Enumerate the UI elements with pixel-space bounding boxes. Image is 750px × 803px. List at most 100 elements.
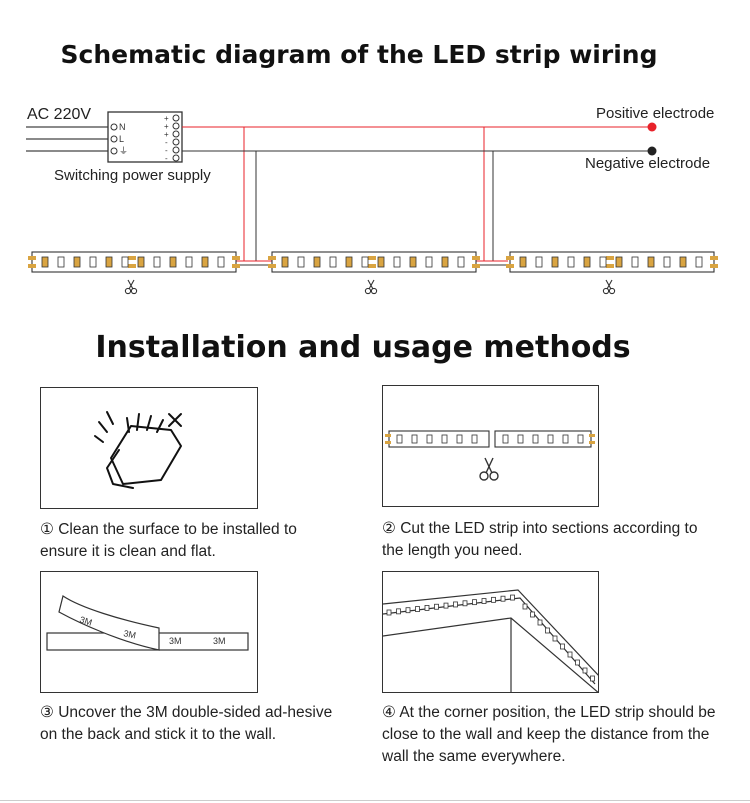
corner-led	[552, 635, 558, 642]
psu-right-terminals: + + + - - -	[164, 114, 180, 163]
scissors-icon	[364, 279, 378, 295]
led-chip	[89, 256, 97, 268]
step4-illustration	[382, 571, 599, 693]
tape-label-3: 3M	[169, 636, 182, 646]
corner-led	[537, 619, 543, 626]
led-chip	[297, 256, 305, 268]
corner-led	[500, 595, 506, 602]
step2-illustration	[382, 385, 599, 507]
svg-text:+: +	[164, 122, 169, 131]
scissors-icon	[602, 279, 616, 295]
led-chip	[599, 256, 607, 268]
led-strip-1	[28, 251, 240, 295]
corner-led	[424, 605, 430, 611]
negative-electrode-label: Negative electrode	[585, 155, 711, 172]
wiring-diagram-title: Schematic diagram of the LED strip wirin…	[60, 40, 658, 69]
svg-text:-: -	[165, 154, 168, 163]
power-supply-box	[107, 111, 183, 163]
installation-title: Installation and usage methods	[95, 330, 631, 365]
negative-terminal-dot	[647, 146, 657, 156]
tape-label-4: 3M	[213, 636, 226, 646]
led-chip	[105, 256, 113, 268]
led-chip	[631, 256, 639, 268]
led-chip	[41, 256, 49, 268]
corner-led	[491, 596, 496, 603]
cut-strip-piece-1	[388, 430, 490, 448]
corner-led	[472, 599, 477, 606]
corner-led	[396, 608, 401, 615]
wiring-schematic: N L ⏚ + + + - - -	[26, 111, 718, 295]
led-chip	[457, 256, 465, 268]
bottom-divider	[0, 800, 750, 801]
corner-led	[530, 611, 535, 618]
positive-terminal-dot	[647, 122, 657, 132]
led-chip	[313, 256, 321, 268]
corner-led	[434, 603, 439, 610]
svg-text:-: -	[165, 138, 168, 147]
led-chip	[169, 256, 177, 268]
led-strip-3	[506, 251, 718, 295]
corner-led	[405, 607, 411, 614]
corner-led	[510, 594, 515, 601]
corner-led	[567, 651, 573, 658]
corner-led	[481, 598, 487, 604]
corner-led	[462, 600, 468, 607]
positive-electrode-label: Positive electrode	[596, 105, 715, 122]
led-chip	[393, 256, 401, 268]
led-chip	[679, 256, 687, 268]
led-chip	[519, 256, 527, 268]
cut-strip-piece-2	[494, 430, 592, 448]
psu-label: Switching power supply	[54, 167, 211, 184]
svg-text:N: N	[119, 122, 126, 132]
svg-text:⏚: ⏚	[119, 146, 128, 156]
negative-wire	[182, 150, 652, 261]
corner-led	[545, 627, 550, 634]
ac-input-lines	[26, 126, 108, 152]
led-chip	[361, 256, 369, 268]
psu-left-terminals: N L ⏚	[110, 122, 128, 156]
led-chip	[409, 256, 417, 268]
led-chip	[185, 256, 193, 268]
led-chip	[137, 256, 145, 268]
led-chip	[425, 256, 433, 268]
corner-led	[590, 675, 595, 682]
tape-label-1: 3M	[78, 614, 93, 627]
led-strips	[28, 251, 718, 295]
corner-led	[386, 609, 392, 616]
led-chip	[377, 256, 385, 268]
led-chip	[441, 256, 449, 268]
corner-led	[560, 643, 565, 650]
step1-illustration	[40, 387, 258, 509]
ac-voltage-label: AC 220V	[27, 106, 92, 123]
led-chip	[615, 256, 623, 268]
led-chip	[663, 256, 671, 268]
peeling-backing	[58, 595, 160, 651]
step3-illustration: 3M 3M 3M 3M	[40, 571, 258, 693]
led-chip	[567, 256, 575, 268]
corner-led	[453, 601, 458, 608]
svg-text:L: L	[119, 134, 124, 144]
led-chip	[153, 256, 161, 268]
led-chip	[121, 256, 129, 268]
step2-caption: ② Cut the LED strip into sections accord…	[382, 520, 698, 559]
corner-led	[575, 659, 580, 666]
led-chip	[535, 256, 543, 268]
led-chip	[201, 256, 209, 268]
positive-wire	[182, 126, 652, 261]
step4-caption: ④ At the corner position, the LED strip …	[382, 704, 716, 765]
tape-label-2: 3M	[123, 628, 137, 640]
corner-led	[522, 603, 528, 610]
led-chip	[217, 256, 225, 268]
corner-led	[443, 602, 449, 609]
led-chip	[345, 256, 353, 268]
corner-led-strip	[386, 594, 595, 682]
scissors-icon	[124, 279, 138, 295]
corner-wall	[383, 589, 598, 692]
led-chip	[583, 256, 591, 268]
step1-caption: ① Clean the surface to be installed to e…	[40, 521, 297, 560]
svg-text:-: -	[165, 146, 168, 155]
led-chip	[57, 256, 65, 268]
svg-text:+: +	[164, 114, 169, 123]
led-chip	[73, 256, 81, 268]
led-chip	[281, 256, 289, 268]
